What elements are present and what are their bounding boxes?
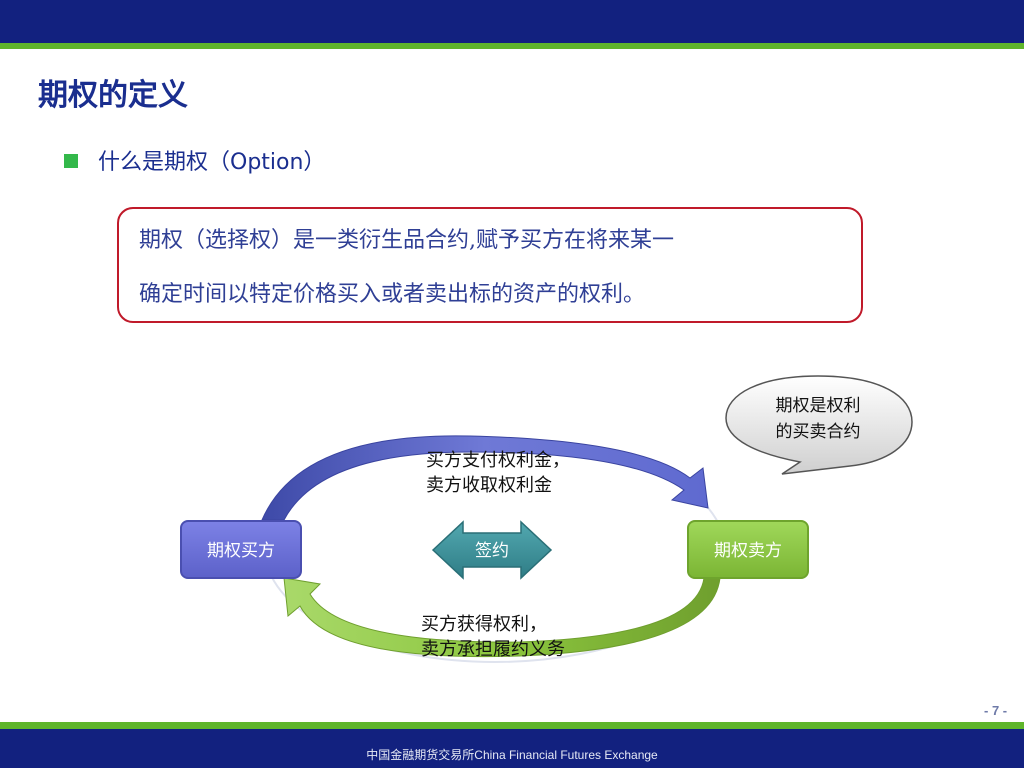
seller-box: 期权卖方 <box>687 520 809 579</box>
header-bar <box>0 0 1024 43</box>
callout-line-2: 的买卖合约 <box>776 422 861 442</box>
callout-line-1: 期权是权利 <box>776 396 861 416</box>
footer-bar <box>0 729 1024 768</box>
rights-obligations-note: 买方获得权利， 卖方承担履约义务 <box>421 612 565 662</box>
top-curved-arrow <box>261 435 709 521</box>
premium-note: 买方支付权利金， 卖方收取权利金 <box>426 448 570 498</box>
bullet-heading: 什么是期权（Option） <box>98 150 326 175</box>
premium-note-line-1: 买方支付权利金， <box>426 450 570 471</box>
buyer-box: 期权买方 <box>180 520 302 579</box>
footer-accent-line <box>0 722 1024 729</box>
contract-label: 签约 <box>475 541 509 561</box>
contract-double-arrow: 签约 <box>431 520 553 580</box>
premium-note-line-2: 卖方收取权利金 <box>426 475 552 496</box>
callout-bubble: 期权是权利 的买卖合约 <box>725 375 913 475</box>
page-title: 期权的定义 <box>38 78 188 113</box>
rights-note-line-1: 买方获得权利， <box>421 614 547 635</box>
definition-line-2: 确定时间以特定价格买入或者卖出标的资产的权利。 <box>139 282 646 307</box>
buyer-label: 期权买方 <box>207 541 275 561</box>
bullet-square-icon <box>64 154 78 168</box>
definition-line-1: 期权（选择权）是一类衍生品合约,赋予买方在将来某一 <box>139 228 674 253</box>
header-accent-line <box>0 43 1024 49</box>
page-number: - 7 - <box>984 703 1008 718</box>
seller-label: 期权卖方 <box>714 541 782 561</box>
footer-organization: 中国金融期货交易所China Financial Futures Exchang… <box>366 748 658 762</box>
definition-box: 期权（选择权）是一类衍生品合约,赋予买方在将来某一 确定时间以特定价格买入或者卖… <box>117 207 863 323</box>
rights-note-line-2: 卖方承担履约义务 <box>421 639 565 660</box>
